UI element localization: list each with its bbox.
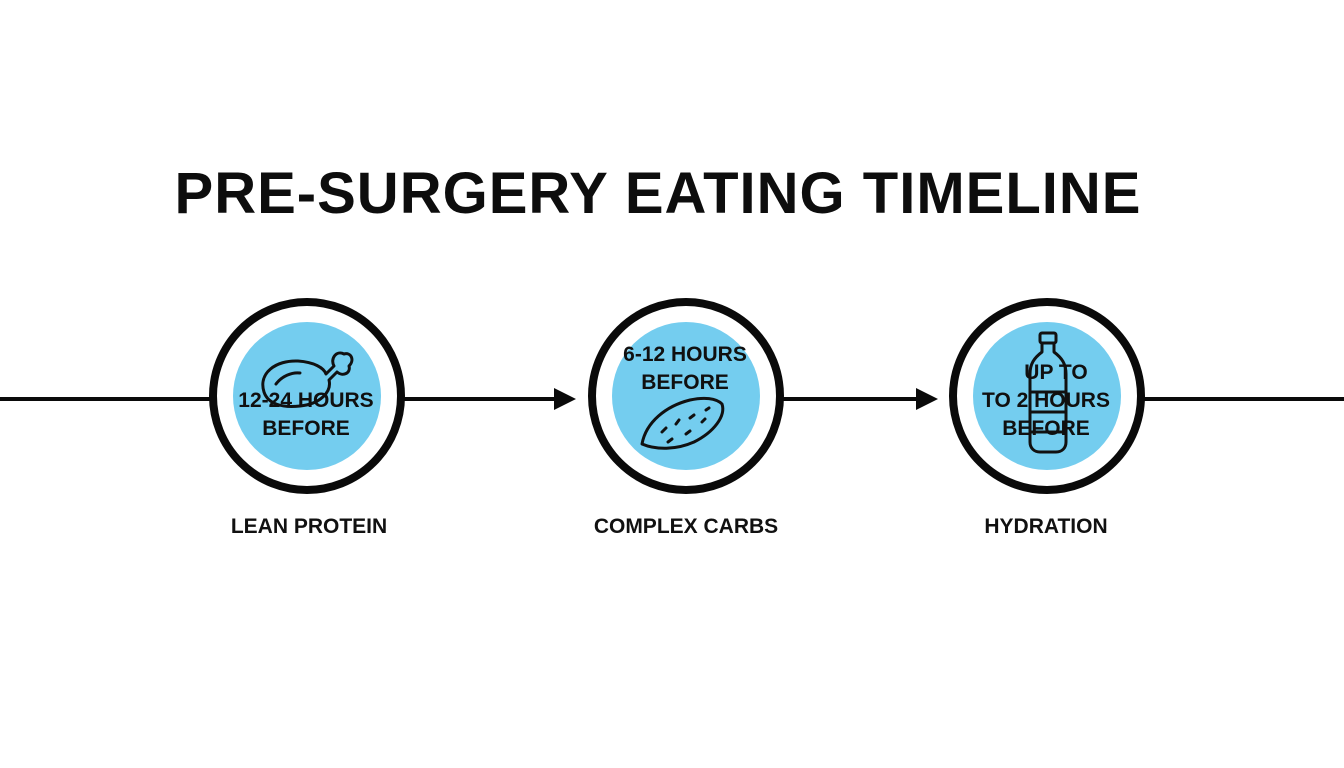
step-3-label: HYDRATION bbox=[984, 515, 1108, 538]
step-1-time-line1: 12-24 HOURS bbox=[238, 389, 374, 412]
chicken-leg-icon bbox=[261, 351, 354, 408]
step-2-time-line2: BEFORE bbox=[641, 371, 729, 394]
arrowhead-1 bbox=[554, 388, 576, 410]
step-circle-3 bbox=[949, 298, 1145, 494]
step-circle-2 bbox=[588, 298, 784, 494]
step-1-time: 12-24 HOURS BEFORE bbox=[216, 387, 396, 443]
step-3-time-line1: TO 2 HOURS bbox=[982, 389, 1110, 412]
step-3-time-line0: UP TO bbox=[1024, 361, 1088, 384]
step-2-time: 6-12 HOURS BEFORE bbox=[595, 341, 775, 397]
step-2-time-line1: 6-12 HOURS bbox=[623, 343, 747, 366]
step-1-label: LEAN PROTEIN bbox=[230, 515, 388, 538]
arrowhead-2 bbox=[916, 388, 938, 410]
step-3-time-line2: BEFORE bbox=[1002, 417, 1090, 440]
step-circle-1 bbox=[209, 298, 405, 494]
water-bottle-icon bbox=[1028, 331, 1068, 454]
step-1-time-line2: BEFORE bbox=[262, 417, 350, 440]
step-3-time: UP TO TO 2 HOURS BEFORE bbox=[956, 359, 1136, 443]
diagram-title: PRE-SURGERY EATING TIMELINE bbox=[174, 161, 1142, 226]
sweet-potato-icon bbox=[640, 396, 725, 450]
step-2-label: COMPLEX CARBS bbox=[593, 515, 779, 538]
